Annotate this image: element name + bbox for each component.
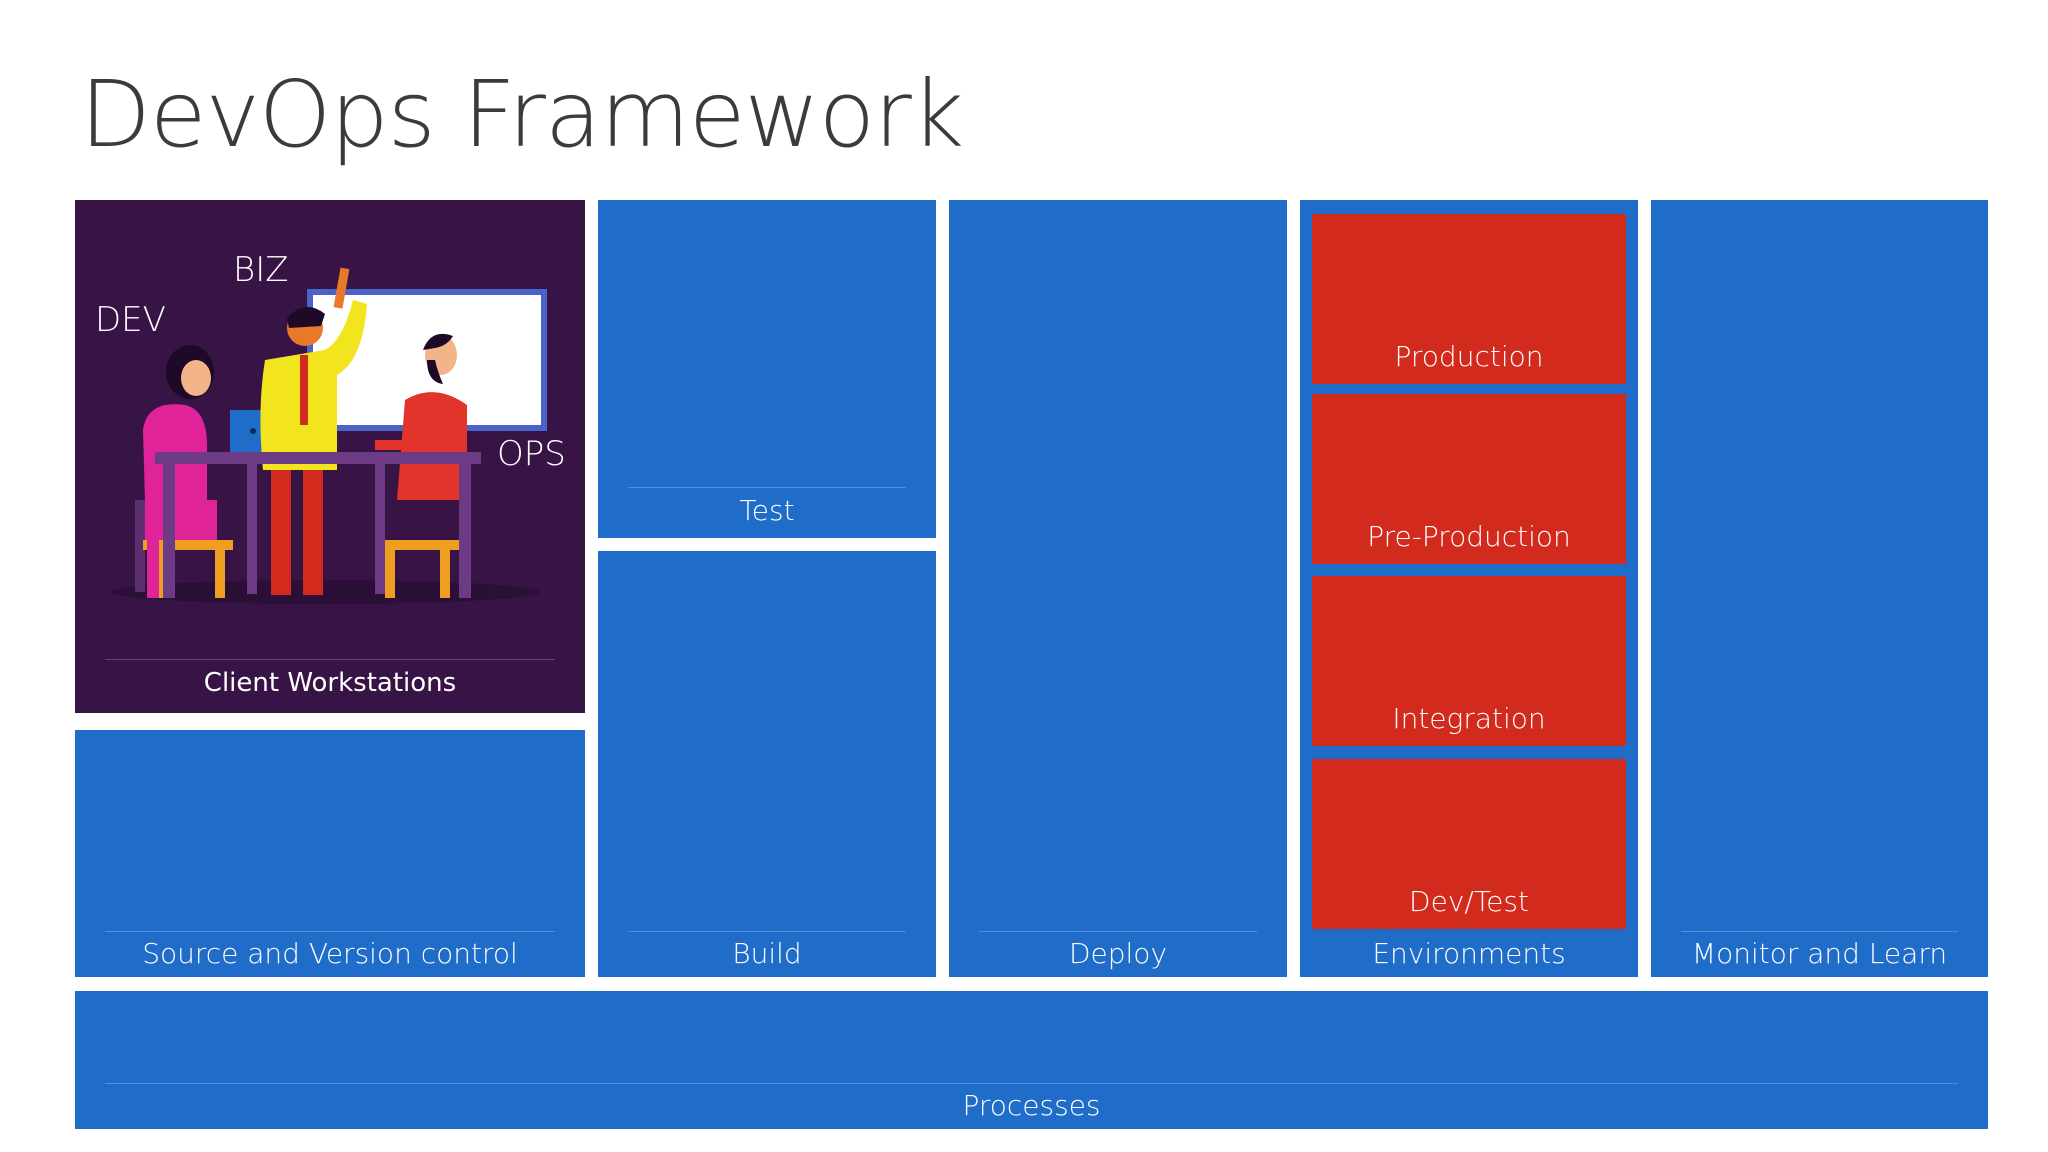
processes-tile[interactable]: Processes (75, 991, 1988, 1129)
deploy-tile[interactable]: Deploy (949, 200, 1287, 977)
tile-label-client-workstations: Client Workstations (203, 668, 457, 698)
tile-divider (979, 931, 1257, 932)
tile-label-build: Build (732, 937, 802, 970)
env-label-devtest: Dev/Test (1409, 885, 1529, 918)
tile-label-deploy: Deploy (1068, 937, 1168, 970)
monitor-learn-tile[interactable]: Monitor and Learn (1651, 200, 1988, 977)
source-version-control-tile[interactable]: Source and Version control (75, 730, 585, 977)
tile-label-source-version-control: Source and Version control (142, 937, 518, 970)
tile-label-processes: Processes (962, 1089, 1101, 1122)
env-label-integration: Integration (1392, 702, 1546, 735)
env-production-tile[interactable]: Production (1312, 214, 1626, 384)
tile-divider (105, 1083, 1958, 1084)
dev-role-label: DEV (95, 300, 166, 340)
tile-divider (628, 931, 906, 932)
env-integration-tile[interactable]: Integration (1312, 576, 1626, 746)
ops-role-label: OPS (497, 434, 566, 474)
page-title: DevOps Framework (80, 61, 964, 168)
team-meeting-illustration (110, 267, 547, 604)
tile-label-monitor-learn: Monitor and Learn (1691, 937, 1948, 970)
biz-role-label: BIZ (233, 250, 289, 290)
test-tile[interactable]: Test (598, 200, 936, 538)
tile-divider (1681, 931, 1958, 932)
environments-tile[interactable]: Production Pre-Production Integration De… (1300, 200, 1638, 977)
env-label-preproduction: Pre-Production (1367, 520, 1571, 553)
tile-label-environments: Environments (1372, 937, 1566, 970)
env-devtest-tile[interactable]: Dev/Test (1312, 759, 1626, 929)
env-preproduction-tile[interactable]: Pre-Production (1312, 394, 1626, 564)
tile-divider (628, 487, 906, 488)
tile-label-test: Test (739, 494, 795, 527)
tile-divider (105, 931, 555, 932)
build-tile[interactable]: Build (598, 551, 936, 977)
env-label-production: Production (1394, 340, 1544, 373)
tile-divider (105, 659, 555, 660)
client-workstations-tile[interactable]: DEV BIZ OPS Client Workstations (75, 200, 585, 713)
